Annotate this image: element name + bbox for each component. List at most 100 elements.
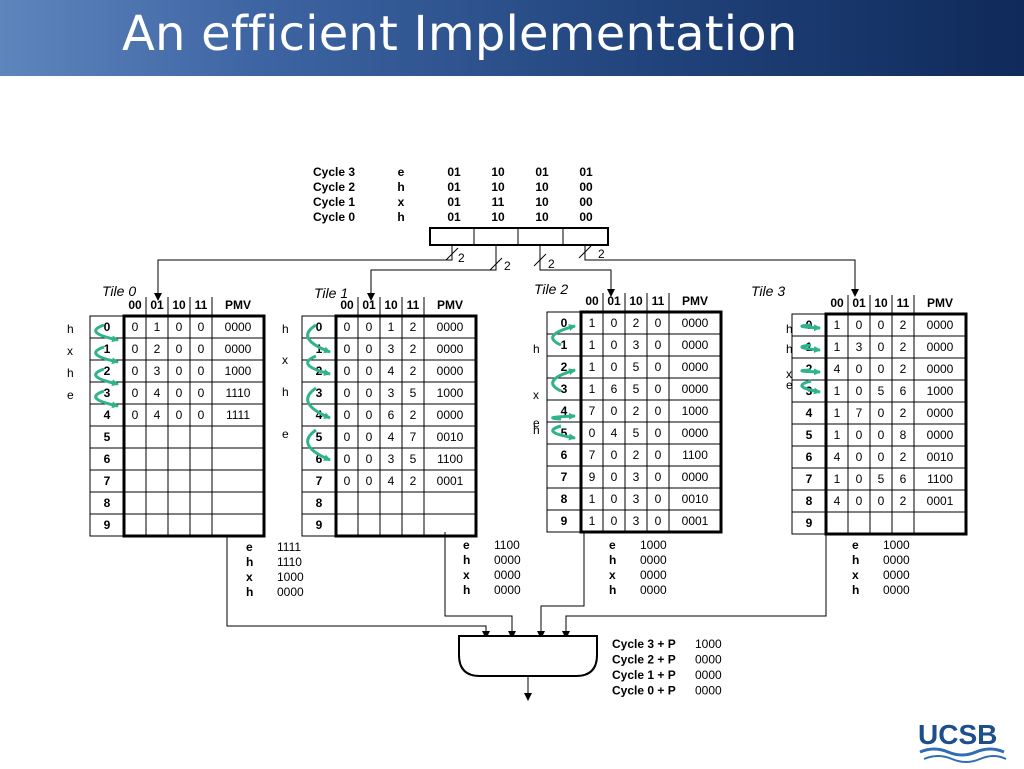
- table-cell: 0001: [927, 494, 954, 508]
- input-cycle-label: Cycle 1: [313, 195, 355, 209]
- table-cell: 2: [410, 364, 417, 378]
- table-cell: 0000: [437, 408, 464, 422]
- table-cell: 1000: [682, 404, 709, 418]
- input-code: 00: [579, 195, 593, 209]
- row-index: 2: [561, 360, 568, 374]
- table-cell: 1: [834, 384, 841, 398]
- table-cell: 1: [589, 492, 596, 506]
- output-char: e: [246, 540, 253, 554]
- table-cell: 0: [366, 430, 373, 444]
- table-cell: 2: [410, 320, 417, 334]
- row-index: 7: [316, 474, 323, 488]
- table-cell: 4: [834, 450, 841, 464]
- table-cell: 9: [589, 470, 596, 484]
- table-cell: 3: [388, 386, 395, 400]
- input-code: 00: [579, 180, 593, 194]
- table-cell: 5: [878, 472, 885, 486]
- input-code: 11: [492, 195, 505, 209]
- table-cell: 0: [655, 470, 662, 484]
- table-cell: 0010: [927, 450, 954, 464]
- table-cell: 1110: [226, 386, 251, 400]
- table-cell: 2: [900, 450, 907, 464]
- column-header: 10: [874, 296, 888, 310]
- row-index: 5: [104, 430, 111, 444]
- table-cell: 0: [198, 320, 205, 334]
- table-cell: 6: [900, 472, 907, 486]
- column-header: 11: [407, 298, 420, 312]
- table-cell: 0: [366, 452, 373, 466]
- table-cell: 0: [655, 338, 662, 352]
- table-cell: 1000: [927, 384, 954, 398]
- input-code: 10: [491, 180, 505, 194]
- table-cell: 0: [198, 386, 205, 400]
- table-cell: 0: [132, 408, 139, 422]
- table-cell: 1111: [226, 408, 250, 422]
- row-index: 1: [806, 340, 813, 354]
- transition-label: x: [786, 367, 792, 381]
- table-cell: 0: [856, 362, 863, 376]
- table-cell: 7: [856, 406, 863, 420]
- output-char: h: [609, 553, 616, 567]
- table-cell: 0: [611, 470, 618, 484]
- table-cell: 5: [878, 384, 885, 398]
- row-index: 1: [316, 342, 323, 356]
- table-cell: 5: [410, 452, 417, 466]
- table-cell: 1: [589, 360, 596, 374]
- output-char: h: [463, 553, 470, 567]
- tile-name: Tile 1: [314, 285, 348, 301]
- output-value: 0000: [640, 553, 667, 567]
- output-char: h: [852, 553, 859, 567]
- tile-frame: [122, 314, 266, 538]
- final-output-value: 0000: [695, 653, 722, 667]
- transition-arrow: [551, 424, 576, 441]
- input-register: [429, 227, 609, 246]
- row-index: 5: [316, 430, 323, 444]
- column-header: 11: [897, 296, 910, 310]
- table-cell: 3: [633, 470, 640, 484]
- table-cell: 1000: [225, 364, 252, 378]
- table-cell: 0: [655, 448, 662, 462]
- table-cell: 0000: [682, 338, 709, 352]
- transition-label: x: [67, 344, 73, 358]
- row-index: 3: [561, 382, 568, 396]
- table-cell: 2: [410, 474, 417, 488]
- ucsb-logo: UCSB: [916, 716, 1008, 764]
- table-cell: 1: [834, 340, 841, 354]
- row-index: 6: [104, 452, 111, 466]
- table-cell: 0: [878, 340, 885, 354]
- output-value: 1111: [277, 540, 301, 554]
- column-header: 01: [852, 296, 866, 310]
- table-cell: 7: [589, 448, 596, 462]
- transition-label: x: [533, 388, 539, 402]
- input-code: 10: [491, 165, 505, 179]
- transition-arrow: [800, 368, 821, 376]
- output-value: 0000: [883, 568, 910, 582]
- table-cell: 0: [176, 408, 183, 422]
- wire-tile1: [367, 245, 497, 301]
- input-cycle-label: Cycle 0: [313, 210, 355, 224]
- transition-arrow: [94, 367, 119, 387]
- table-cell: 2: [900, 340, 907, 354]
- input-char: x: [398, 195, 405, 209]
- column-header: PMV: [225, 298, 251, 312]
- table-cell: 0000: [682, 360, 709, 374]
- table-cell: 2: [900, 494, 907, 508]
- output-char: x: [246, 570, 253, 584]
- output-value: 0000: [640, 583, 667, 597]
- transition-label: e: [282, 427, 289, 441]
- table-cell: 0: [878, 318, 885, 332]
- table-cell: 0000: [927, 318, 954, 332]
- transition-arrow: [800, 343, 821, 354]
- table-cell: 0: [366, 342, 373, 356]
- row-index: 8: [104, 496, 111, 510]
- tile-name: Tile 3: [751, 283, 785, 299]
- table-cell: 0: [132, 364, 139, 378]
- column-header: 00: [340, 298, 354, 312]
- row-index: 8: [806, 494, 813, 508]
- table-cell: 0: [878, 494, 885, 508]
- output-char: x: [852, 568, 859, 582]
- table-cell: 3: [633, 492, 640, 506]
- table-cell: 4: [154, 408, 161, 422]
- row-index: 7: [561, 470, 568, 484]
